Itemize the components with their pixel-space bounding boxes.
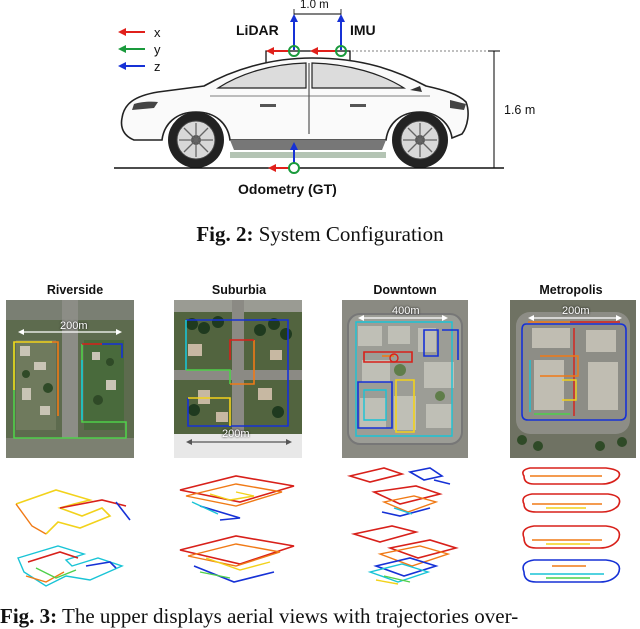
lidar-label: LiDAR [236,22,279,38]
legend-y: y [118,41,161,57]
trajectory-plot-downtown [346,467,459,585]
aerial-view-suburbia: 200m [174,300,302,458]
scale-label-downtown: 400m [392,305,420,317]
scale-label-suburbia: 200m [222,428,250,440]
scene-title-metropolis: Metropolis [539,283,603,297]
offset-label: 1.0 m [300,0,329,11]
odometry-label: Odometry (GT) [238,181,337,197]
trajectory-plot-metropolis [522,467,621,583]
imu-frame-icon [310,14,347,57]
legend-y-label: y [154,41,161,57]
trajectory-plot-riverside [15,489,131,587]
scene-title-riverside: Riverside [46,283,104,297]
scale-label-riverside: 200m [60,320,88,332]
figure-2-caption-prefix: Fig. 2: [196,222,254,246]
legend-z-label: z [154,58,161,74]
car-diagram [114,9,504,174]
figure-3-caption-text: The upper displays aerial views with tra… [62,604,519,628]
scene-title-downtown: Downtown [373,283,437,297]
blue-arrow-icon [118,62,145,70]
aerial-view-downtown: 400m [342,300,468,458]
green-arrow-icon [118,45,145,53]
legend-x-label: x [154,24,161,40]
figure-2-caption: Fig. 2: System Configuration [0,222,640,247]
aerial-view-riverside: 200m [6,300,134,458]
imu-label: IMU [350,22,376,38]
scene-title-suburbia: Suburbia [211,283,267,297]
aerial-view-metropolis: 200m [510,300,636,458]
height-label: 1.6 m [504,103,536,117]
figure-3-caption: Fig. 3: The upper displays aerial views … [0,604,640,629]
scale-label-metropolis: 200m [562,305,590,317]
legend-z: z [118,58,161,74]
legend-x: x [118,24,161,40]
odometry-frame-icon [268,142,300,174]
figure-2-caption-text: System Configuration [258,222,444,246]
red-arrow-icon [118,28,145,36]
figure-3-caption-prefix: Fig. 3: [0,604,58,628]
figure-2: x y z LiDAR IMU 1.0 m 1.6 m Odometry (GT… [0,0,640,255]
lidar-frame-icon [266,14,300,57]
trajectory-plot-suburbia [179,475,295,583]
